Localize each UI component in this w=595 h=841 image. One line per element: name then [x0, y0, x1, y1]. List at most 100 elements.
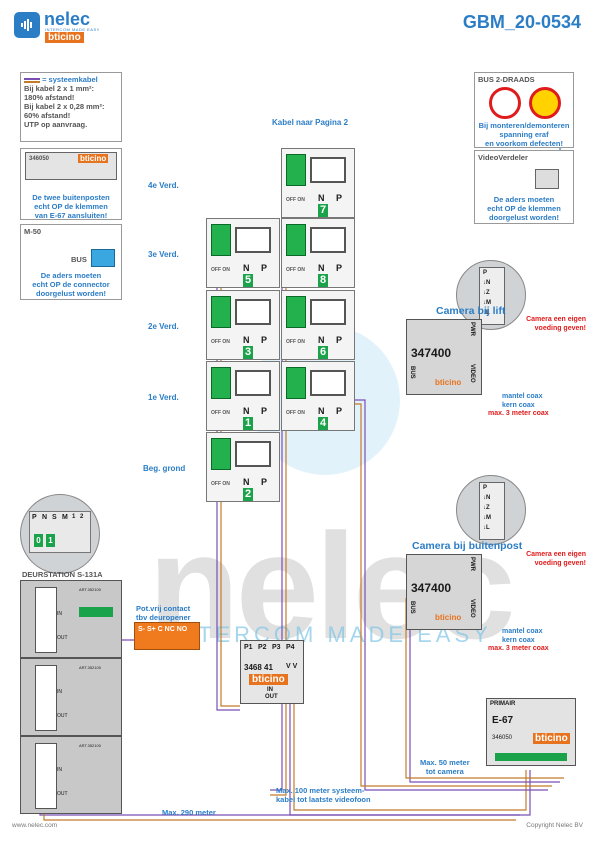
distance-camera: Max. 50 meter tot camera: [420, 758, 470, 776]
signal-bars-icon: [21, 19, 32, 31]
connector-block: P N S M 1 2 0 1: [29, 511, 91, 553]
videoverdeler-mini-icon: [535, 169, 559, 189]
floor-label-1: 1e Verd.: [148, 393, 179, 402]
videophone-terminal-block: [211, 296, 231, 328]
conn-pin: 1: [46, 534, 55, 547]
cable-legend-label: = systeemkabel: [42, 75, 98, 84]
e67-note-line: van E-67 aansluiten!: [34, 211, 108, 220]
module-frame: [35, 743, 57, 809]
m50-connector-icon: [91, 249, 115, 267]
floor-label-ground: Beg. grond: [143, 464, 186, 473]
e67-note-line: De twee buitenposten: [32, 193, 110, 202]
camera-connector-label: ↓Z: [483, 290, 490, 296]
offon-switch-label: OFF ON: [211, 410, 230, 416]
cable-note-line: Bij kabel 2 x 0,28 mm²:: [24, 102, 105, 111]
vv-in: IN: [267, 687, 273, 693]
phone-n-label: N: [243, 263, 250, 273]
note-m50: M-50 BUS De aders moeten echt OP de conn…: [20, 224, 122, 300]
cable-note-line: 180% afstand!: [24, 93, 75, 102]
offon-switch-label: OFF ON: [211, 267, 230, 273]
offon-switch-label: OFF ON: [286, 410, 305, 416]
footer-url[interactable]: www.nelec.com: [12, 822, 58, 829]
distance-camera-line: tot camera: [425, 767, 464, 776]
videoverdeler-title: VideoVerdeler: [478, 153, 528, 162]
phone-address-number: 7: [318, 204, 328, 217]
cable-note-line: UTP op aanvraag.: [24, 120, 88, 129]
offon-switch-label: OFF ON: [286, 267, 305, 273]
bus2-note-line: Bij monteren/demonteren: [478, 121, 570, 130]
camera-connector-label: ↓M: [483, 300, 491, 306]
camera-brand: bticino: [435, 378, 462, 387]
cable-top-label: Kabel naar Pagina 2: [272, 118, 349, 127]
videoverdeler-note-line: De aders moeten: [493, 195, 555, 204]
conn-label: S: [52, 514, 57, 521]
phone-address-number: 6: [318, 346, 328, 359]
phone-n-label: N: [318, 406, 325, 416]
footer-copyright: Copyright Nelec BV: [526, 822, 583, 829]
cable-note-line: 60% afstand!: [24, 111, 71, 120]
camera-connector-zoom: P↓N↓Z↓M↓L: [456, 260, 526, 330]
camera-connector-zoom: P↓N↓Z↓M↓L: [456, 475, 526, 545]
vv-out: OUT: [265, 694, 278, 700]
videophone-screen: [235, 441, 271, 467]
deurstation-connector-zoom: P N S M 1 2 0 1: [20, 494, 100, 574]
distance-camera-line: Max. 50 meter: [420, 758, 470, 767]
note-systeemkabel: = systeemkabel Bij kabel 2 x 1 mm²: 180%…: [20, 72, 122, 142]
distance-systeem: Max. 100 meter systeem- kabel tot laatst…: [276, 786, 371, 804]
videophone-terminal-block: [211, 224, 231, 256]
coax-kern: kern coax: [502, 401, 535, 409]
potvrij-terminals: S- S+ C NC NO: [138, 626, 188, 633]
phone-p-label: P: [336, 263, 343, 273]
module-code: ART.352100: [79, 743, 101, 748]
bus2-note-line: en voorkom defecten!: [485, 139, 563, 148]
e67-primair: PRIMAIR: [490, 701, 516, 707]
distance-systeem-line: Max. 100 meter systeem-: [276, 786, 365, 795]
coax-max: max. 3 meter coax: [488, 410, 549, 417]
camera-power-note-line: Camera een eigen: [526, 316, 586, 323]
videophone-terminal-block: [286, 154, 306, 186]
module-frame: [35, 587, 57, 653]
vv-port: P1: [244, 644, 253, 651]
coax-mantel: mantel coax: [502, 393, 543, 400]
conn-label: 1: [72, 514, 76, 520]
module-out-label: OUT: [57, 635, 68, 641]
note-videoverdeler: VideoVerdeler De aders moeten echt OP de…: [474, 150, 574, 224]
offon-switch-label: OFF ON: [211, 339, 230, 345]
phone-n-label: N: [318, 193, 325, 203]
e67-note-line: echt OP de klemmen: [34, 202, 108, 211]
floor-label-4: 4e Verd.: [148, 181, 179, 190]
videoverdeler-unit: P1 P2 P3 P4 3468 41 V V bticino IN OUT: [240, 640, 304, 704]
camera-connector-label: ↓L: [483, 525, 490, 531]
e67-mini-code: 346050: [29, 156, 50, 162]
videophone-screen: [310, 227, 346, 253]
module-code: ART.352100: [79, 665, 101, 670]
vv-brand: bticino: [249, 674, 288, 685]
camera-title: Camera bij lift: [436, 305, 506, 317]
deurstation-title: DEURSTATION S-131A: [22, 570, 103, 579]
videophone-screen: [310, 299, 346, 325]
videophone-screen: [235, 227, 271, 253]
e67-unit: PRIMAIR E-67 346050 bticino: [486, 698, 576, 766]
phone-address-number: 1: [243, 417, 253, 430]
phone-p-label: P: [336, 193, 343, 203]
vv-port: P4: [286, 644, 295, 651]
offon-switch-label: OFF ON: [286, 339, 305, 345]
conn-label: N: [42, 514, 48, 521]
module-in-label: IN: [57, 767, 62, 773]
phone-n-label: N: [243, 406, 250, 416]
videophone-screen: [235, 370, 271, 396]
no-voltage-icon: [529, 87, 561, 119]
coax-mantel: mantel coax: [502, 628, 543, 635]
partner-logo: bticino: [45, 32, 84, 43]
camera-model: 347400: [411, 346, 452, 360]
e67-name: E-67: [492, 715, 514, 726]
